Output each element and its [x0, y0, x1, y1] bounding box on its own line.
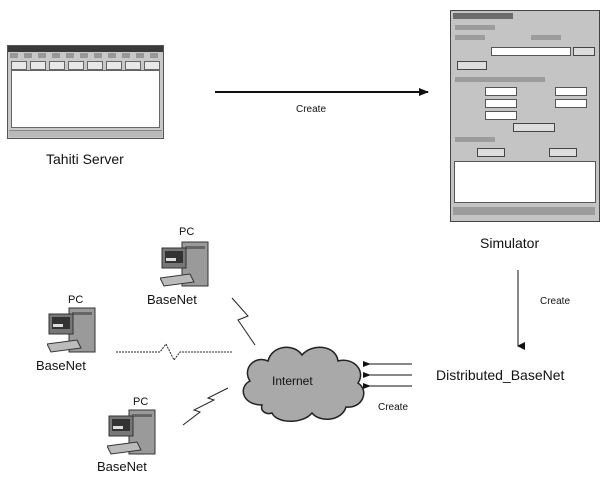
computer-icon	[47, 307, 96, 353]
toolbar-button	[106, 61, 122, 70]
simulator-log-area	[454, 161, 596, 203]
simulator-open-button	[573, 47, 595, 56]
toolbar-button	[68, 61, 84, 70]
internet-label: Internet	[272, 374, 313, 388]
toolbar-button	[87, 61, 103, 70]
window-toolbar	[8, 59, 163, 72]
create-label-server-simulator: Create	[296, 104, 327, 115]
computer-icon	[107, 409, 156, 455]
window-titlebar	[8, 46, 163, 52]
pc-label: PC	[133, 396, 149, 408]
toolbar-button	[144, 61, 160, 70]
window-menubar	[10, 53, 161, 58]
pc-label: PC	[68, 294, 84, 306]
simulator-statusbar	[453, 207, 595, 215]
simulator-apply-button	[513, 123, 555, 132]
simulator-text-row	[455, 137, 495, 142]
simulator-path-field	[491, 47, 571, 56]
internet-cloud-icon	[242, 346, 365, 422]
create-label-distributed-internet: Create	[378, 402, 409, 413]
simulator-window	[450, 10, 600, 222]
toolbar-button	[49, 61, 65, 70]
simulator-connect-button	[457, 61, 487, 70]
pc-label: PC	[179, 226, 195, 238]
simulator-text-row	[455, 25, 495, 30]
toolbar-button	[30, 61, 46, 70]
simulator-tabs	[453, 13, 513, 19]
basenet-label: BaseNet	[97, 459, 147, 474]
simulator-start-button	[477, 148, 505, 157]
simulator-field	[485, 111, 517, 120]
toolbar-button	[11, 61, 27, 70]
basenet-label: BaseNet	[147, 292, 197, 307]
window-statusbar	[9, 130, 162, 137]
computer-icon	[160, 241, 209, 287]
basenet-label: BaseNet	[36, 358, 86, 373]
tahiti-server-label: Tahiti Server	[46, 151, 124, 167]
simulator-field	[485, 99, 517, 108]
tahiti-server-window	[7, 45, 164, 139]
simulator-field	[555, 99, 587, 108]
simulator-group-title	[455, 77, 545, 82]
distributed-basenet-label: Distributed_BaseNet	[436, 367, 565, 383]
simulator-text-row	[531, 35, 561, 40]
simulator-stop-button	[549, 148, 577, 157]
simulator-text-row	[455, 35, 485, 40]
window-content-area	[11, 70, 160, 128]
create-label-simulator-distributed: Create	[540, 296, 571, 307]
simulator-field	[485, 87, 517, 96]
simulator-field	[555, 87, 587, 96]
toolbar-button	[125, 61, 141, 70]
simulator-label: Simulator	[480, 235, 540, 251]
